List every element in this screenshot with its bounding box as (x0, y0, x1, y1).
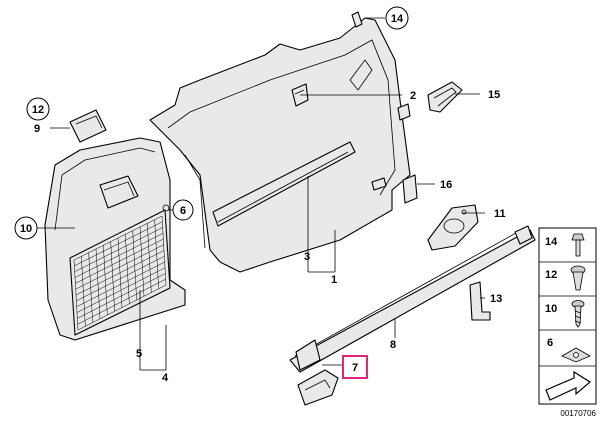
nut-6-icon (561, 347, 591, 363)
legend-label-10: 10 (545, 303, 557, 315)
legend-panel: 14 12 10 6 (538, 227, 597, 405)
callout-14: 14 (385, 6, 409, 30)
callout-13: 13 (490, 293, 502, 305)
svg-text:10: 10 (20, 223, 32, 235)
side-panel (44, 137, 186, 341)
callout-8: 8 (390, 339, 396, 351)
callout-15: 15 (488, 89, 500, 101)
svg-text:7: 7 (352, 362, 358, 374)
reference-number: 00170706 (560, 409, 596, 418)
cover-cap (69, 109, 107, 143)
callout-16: 16 (440, 179, 452, 191)
bracket-11 (427, 204, 479, 251)
callout-4: 4 (162, 372, 169, 384)
strip-8 (289, 225, 536, 373)
direction-arrow-icon (545, 370, 592, 401)
legend-label-12: 12 (545, 269, 557, 281)
svg-text:11: 11 (494, 208, 506, 220)
clip-16 (402, 174, 418, 204)
callout-10: 10 (14, 216, 38, 240)
callout-5: 5 (136, 348, 142, 360)
callout-7: 7 (342, 355, 368, 379)
callout-2: 2 (410, 90, 416, 102)
clip-13 (469, 281, 491, 321)
callout-6: 6 (172, 199, 194, 221)
callout-1: 1 (331, 274, 337, 286)
clip-14-icon (571, 233, 585, 257)
svg-text:6: 6 (180, 205, 186, 217)
trim-panel-main (149, 11, 411, 273)
callout-12: 12 (26, 97, 50, 121)
callout-3: 3 (304, 251, 310, 263)
handle-15 (427, 81, 463, 113)
leader-lines (36, 17, 485, 371)
legend-label-6: 6 (547, 337, 553, 349)
screw-10-icon (571, 300, 585, 328)
callout-11: 11 (494, 208, 506, 220)
callout-9: 9 (34, 123, 40, 135)
plug-12-icon (570, 265, 586, 291)
legend-label-14: 14 (545, 236, 558, 248)
cargo-net (73, 215, 167, 331)
svg-text:14: 14 (391, 13, 404, 25)
bracket-7 (297, 369, 339, 406)
svg-text:12: 12 (32, 104, 44, 116)
